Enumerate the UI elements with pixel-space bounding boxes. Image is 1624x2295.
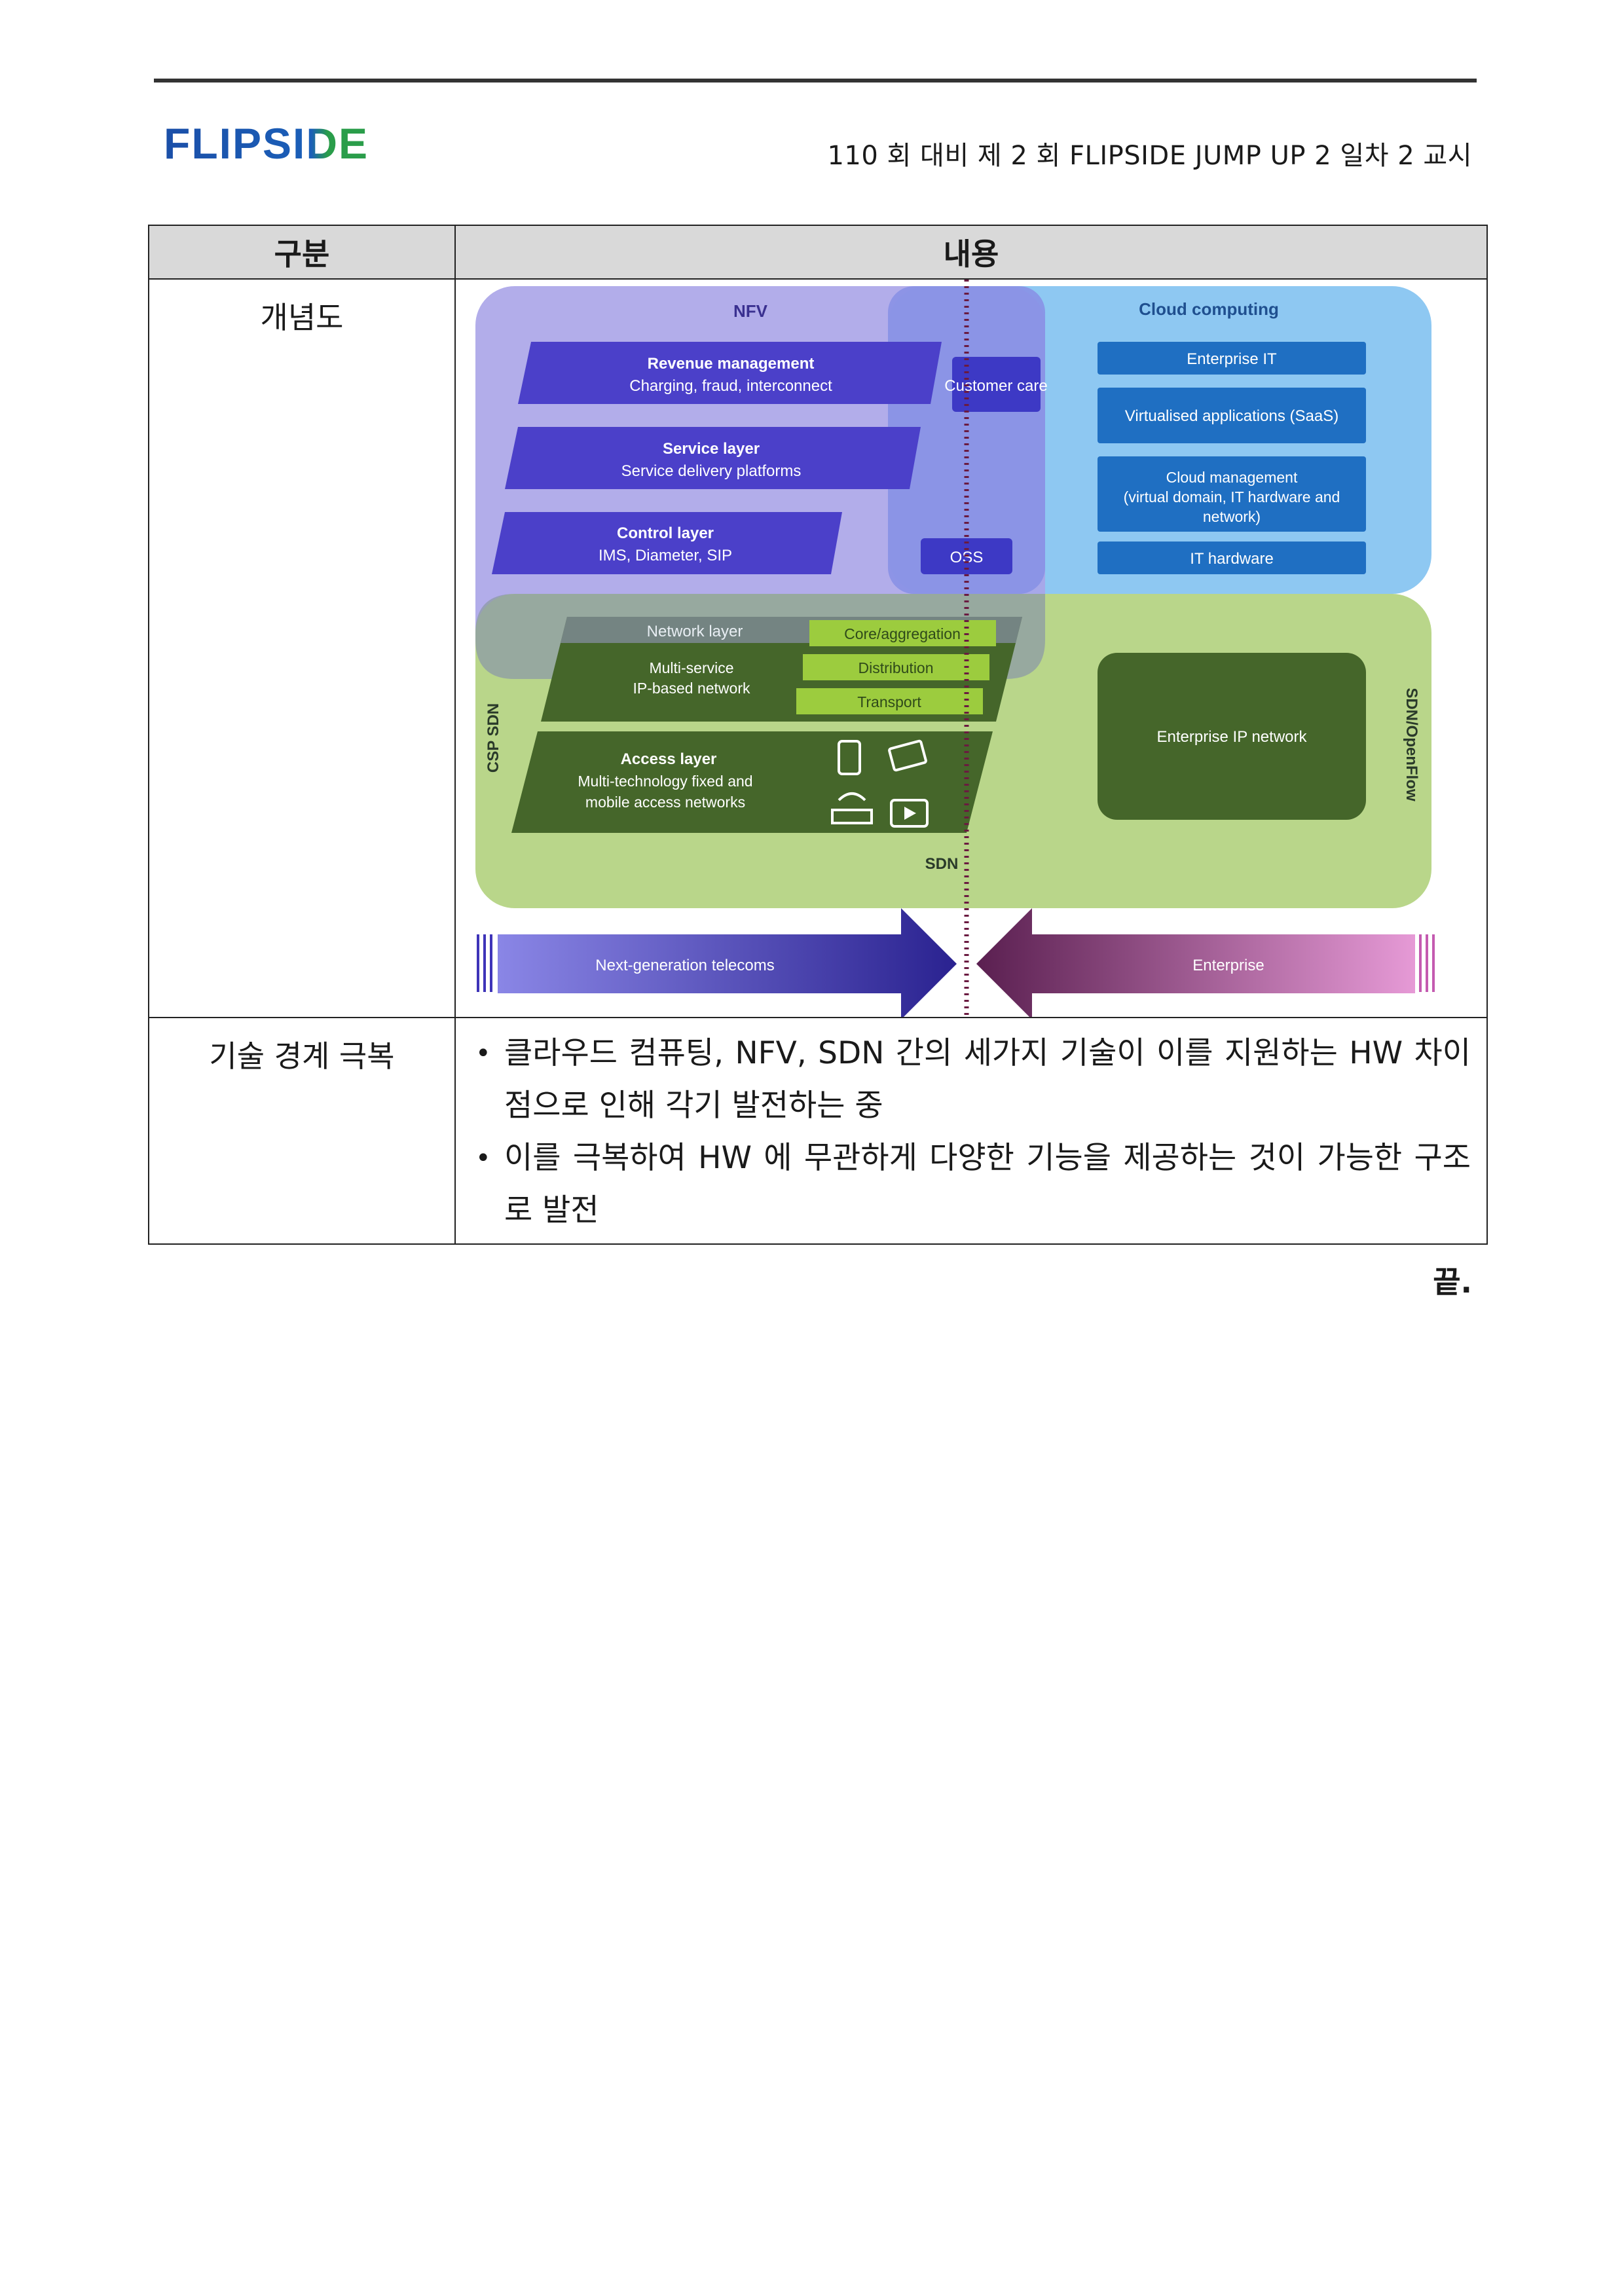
boundary-content-cell: 클라우드 컴퓨팅, NFV, SDN 간의 세가지 기술이 이를 지원하는 HW… [454,1017,1488,1245]
bullet-item: 이를 극복하여 HW 에 무관하게 다양한 기능을 제공하는 것이 가능한 구조… [471,1132,1471,1237]
left-arrow-stripe-3 [490,934,492,992]
enterprise-arrow [976,908,1415,1016]
control-band [492,512,842,574]
transport-box [796,688,983,714]
access-sub-line1: Multi-technology fixed and [578,773,752,790]
left-arrow-stripe-1 [477,934,479,992]
table-row: 기술 경계 극복 클라우드 컴퓨팅, NFV, SDN 간의 세가지 기술이 이… [148,1017,1488,1245]
access-sub-line2: mobile access networks [585,794,745,811]
access-title: Access layer [621,750,717,768]
it-hardware-box [1098,542,1366,574]
control-title: Control layer [617,524,714,542]
multi-service-line1: Multi-service [649,659,733,676]
sdn-openflow-label: SDN/OpenFlow [1403,688,1420,801]
it-hardware-label: IT hardware [1190,550,1274,568]
oss-label: OSS [950,549,984,566]
router-icon [831,792,873,824]
bullet-list: 클라우드 컴퓨팅, NFV, SDN 간의 세가지 기술이 이를 지원하는 HW… [456,1018,1486,1243]
row-label-boundary: 기술 경계 극복 [148,1017,456,1245]
customer-care-box [952,357,1041,412]
cloud-mgmt-line3: network) [1203,508,1261,525]
distribution-label: Distribution [858,659,933,676]
flipside-logo: FLIPSIDE [164,123,369,165]
table-row: 개념도 [148,278,1488,1018]
enterprise-it-label: Enterprise IT [1187,350,1277,368]
cloud-mgmt-box [1098,456,1366,532]
customer-care-label: Customer care [944,377,1047,395]
video-screen-icon [890,799,929,828]
csp-sdn-label: CSP SDN [485,703,502,773]
row-label-concept: 개념도 [148,278,456,1018]
cloud-title: Cloud computing [1139,299,1279,319]
right-arrow-stripe-3 [1432,934,1435,992]
header-category: 구분 [148,225,456,280]
mobile-phone-icon [838,740,861,775]
logo-text: FLIPSIDE [164,123,369,165]
right-arrow-stripe-1 [1419,934,1422,992]
cloud-mgmt-line2: (virtual domain, IT hardware and [1124,488,1340,505]
multi-service-line2: IP-based network [633,680,750,697]
service-band [505,427,921,489]
nfv-title: NFV [733,301,768,321]
nfv-sdn-cloud-diagram: NFV Cloud computing Revenue management C… [475,280,1435,1016]
left-arrow-stripe-2 [483,934,486,992]
enterprise-ip-box [1098,653,1366,820]
exam-info: 110 회 대비 제 2 회 FLIPSIDE JUMP UP 2 일차 2 교… [827,141,1472,171]
next-gen-telecoms-label: Next-generation telecoms [595,957,774,974]
end-mark: 끝. [1433,1264,1472,1300]
revenue-sub: Charging, fraud, interconnect [629,377,832,395]
transport-label: Transport [857,693,921,710]
content-table: 구분 내용 개념도 [148,225,1488,1245]
enterprise-ip-label: Enterprise IP network [1157,728,1308,746]
network-layer-title: Network layer [647,623,743,640]
table-header-row: 구분 내용 [148,225,1488,280]
control-sub: IMS, Diameter, SIP [599,547,732,564]
revenue-band [518,342,942,404]
sdn-label: SDN [925,855,959,873]
enterprise-label: Enterprise [1192,957,1264,974]
revenue-title: Revenue management [648,355,815,373]
enterprise-it-box [1098,342,1366,375]
service-title: Service layer [663,440,760,458]
saas-box [1098,388,1366,443]
concept-diagram-cell: NFV Cloud computing Revenue management C… [454,278,1488,1018]
service-sub: Service delivery platforms [621,462,802,480]
next-gen-telecoms-arrow [498,908,957,1016]
access-layer-band [511,731,993,833]
bullet-item: 클라우드 컴퓨팅, NFV, SDN 간의 세가지 기술이 이를 지원하는 HW… [471,1027,1471,1132]
distribution-box [803,654,989,680]
core-aggregation-label: Core/aggregation [844,625,961,642]
play-icon [904,807,916,820]
right-arrow-stripe-2 [1426,934,1428,992]
saas-label: Virtualised applications (SaaS) [1125,407,1338,425]
cloud-mgmt-line1: Cloud management [1166,469,1298,486]
laptop-icon [888,739,927,772]
header-content: 내용 [454,225,1488,280]
top-rule [154,79,1477,83]
